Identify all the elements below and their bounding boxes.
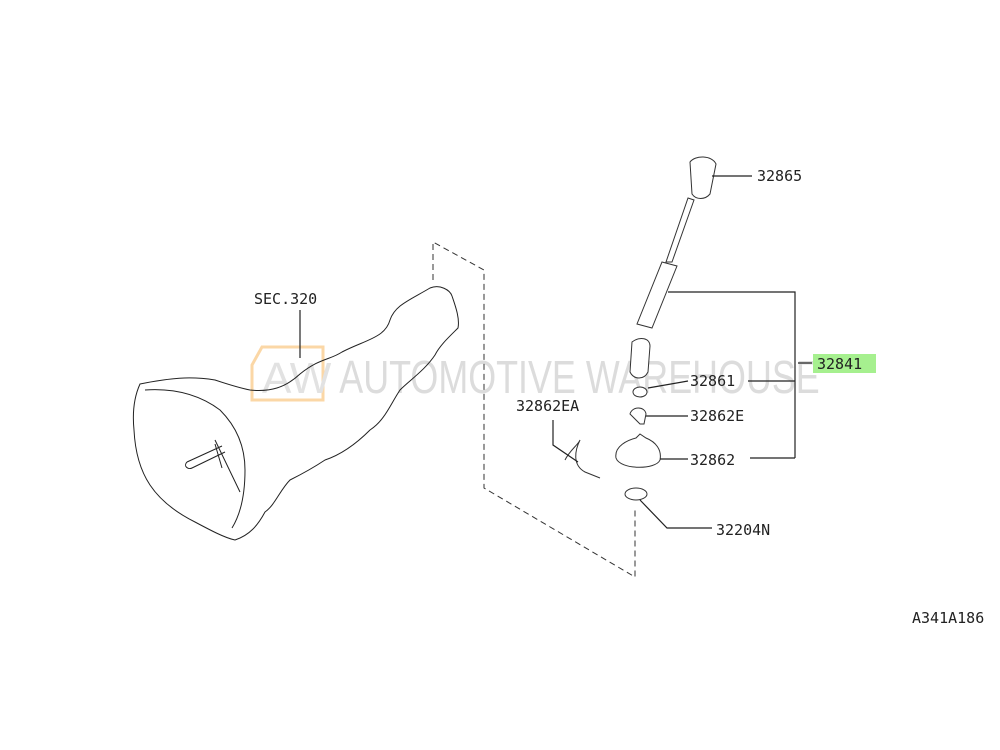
leader-32862	[660, 457, 795, 460]
part-label-32841[interactable]: 32841	[817, 355, 862, 373]
part-label-32865[interactable]: 32865	[757, 167, 802, 185]
transmission-housing	[132, 286, 459, 541]
part-label-32862EA[interactable]: 32862EA	[516, 397, 579, 415]
watermark-text: AUTOMOTIVE WAREHOUSE	[339, 352, 819, 403]
snap-ring-32204N[interactable]	[624, 487, 648, 501]
diagram-code: A341A186	[912, 609, 984, 627]
section-ref-label[interactable]: SEC.320	[254, 290, 317, 308]
shift-lever[interactable]	[636, 261, 678, 329]
bracket-32841	[668, 291, 812, 458]
part-label-32204N[interactable]: 32204N	[716, 521, 770, 539]
part-label-32862E[interactable]: 32862E	[690, 407, 744, 425]
bushing-32861[interactable]	[632, 386, 648, 398]
shift-knob[interactable]	[689, 156, 717, 199]
leader-32204N	[639, 499, 712, 529]
part-label-32861[interactable]: 32861	[690, 372, 735, 390]
leader-32861	[647, 380, 795, 389]
band-32862EA[interactable]	[564, 439, 601, 479]
watermark: AW AUTOMOTIVE WAREHOUSE	[250, 345, 820, 403]
highlight-32841	[813, 354, 876, 373]
part-label-32862[interactable]: 32862	[690, 451, 735, 469]
clip-32862E[interactable]	[629, 407, 647, 425]
leader-32862EA	[552, 420, 579, 463]
watermark-logo-box	[250, 345, 325, 402]
lever-ball-joint[interactable]	[629, 338, 651, 379]
boot-32862[interactable]	[615, 433, 661, 468]
mounting-plane-dashed	[432, 241, 636, 578]
